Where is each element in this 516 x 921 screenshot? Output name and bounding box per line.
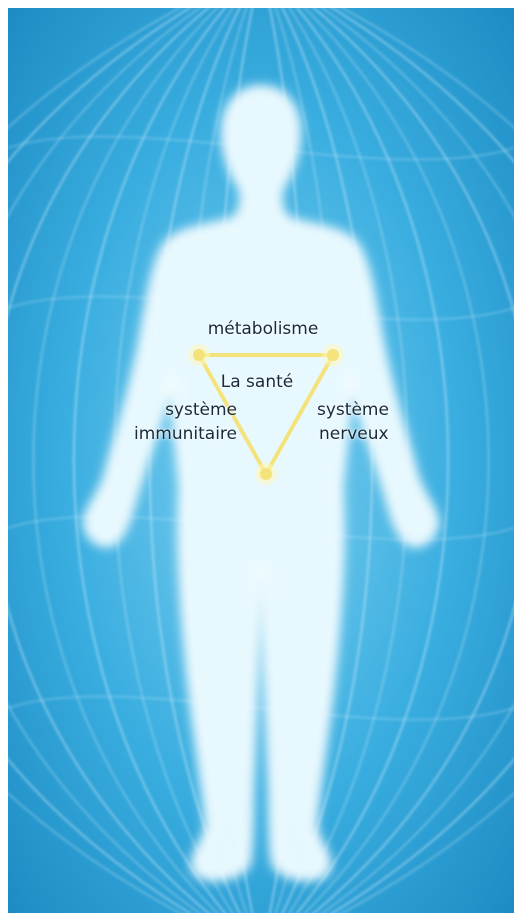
energy-field-illustration	[8, 8, 514, 913]
node-label-metabolisme: métabolisme	[208, 319, 319, 339]
node-label-systeme-immunitaire-line1: système	[165, 400, 237, 420]
node-dot-metabolisme	[193, 349, 205, 361]
node-label-systeme-nerveux-line2: nerveux	[319, 424, 389, 444]
node-label-systeme-immunitaire-line2: immunitaire	[134, 424, 237, 444]
center-label-la-sante: La santé	[221, 372, 293, 392]
node-label-systeme-nerveux-line1: système	[317, 400, 389, 420]
node-dot-systeme-nerveux	[327, 349, 339, 361]
illustration-frame: métabolisme La santé système immunitaire…	[8, 8, 514, 913]
node-dot-systeme-immunitaire	[260, 468, 272, 480]
